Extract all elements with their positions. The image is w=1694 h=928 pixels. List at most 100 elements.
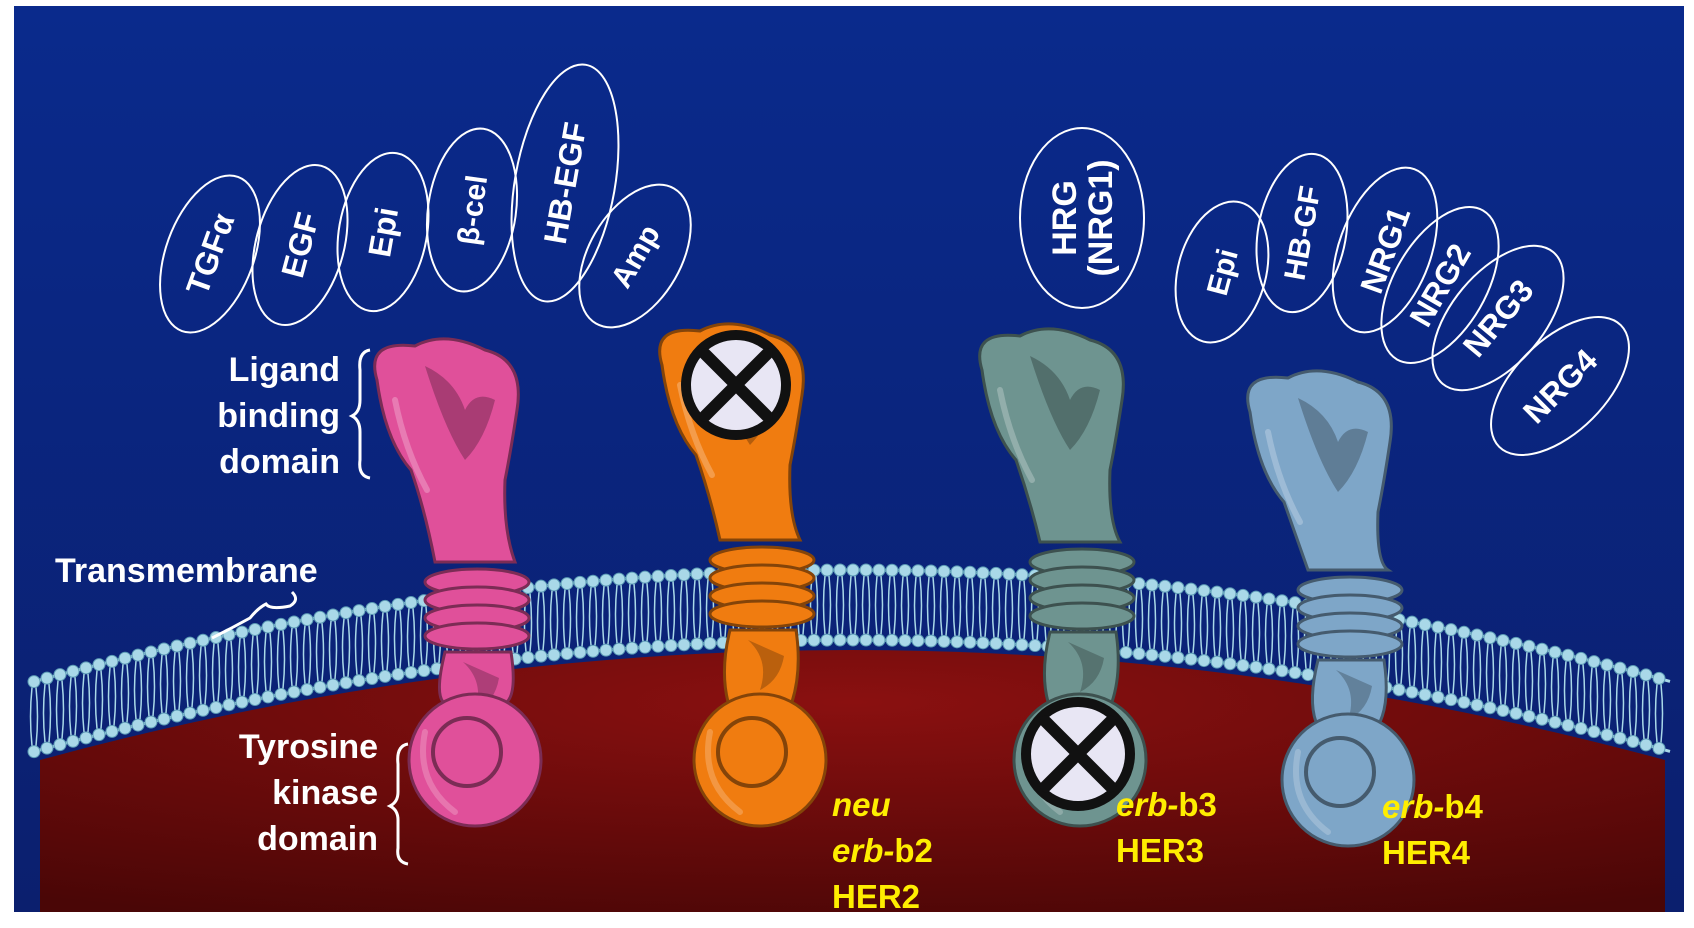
lipid-head bbox=[1510, 637, 1522, 649]
lipid-head bbox=[652, 570, 664, 582]
lipid-head bbox=[1276, 665, 1288, 677]
lipid-head bbox=[1120, 646, 1132, 658]
lipid-head bbox=[1419, 619, 1431, 631]
lipid-head bbox=[1185, 583, 1197, 595]
lipid-head bbox=[561, 648, 573, 660]
tyrosine-kinase-domain bbox=[1282, 714, 1414, 846]
lipid-head bbox=[678, 639, 690, 651]
lipid-head bbox=[1523, 640, 1535, 652]
lipid-head bbox=[522, 652, 534, 664]
receptor-label-part: HER3 bbox=[1116, 832, 1204, 869]
lipid-head bbox=[1146, 579, 1158, 591]
lipid-head bbox=[1263, 593, 1275, 605]
lipid-head bbox=[691, 638, 703, 650]
lipid-head bbox=[314, 681, 326, 693]
lipid-head bbox=[249, 693, 261, 705]
lipid-head bbox=[1198, 585, 1210, 597]
lipid-head bbox=[1549, 716, 1561, 728]
lipid-head bbox=[1445, 624, 1457, 636]
lipid-head bbox=[639, 641, 651, 653]
transmembrane-coil bbox=[425, 623, 529, 649]
lipid-head bbox=[1536, 713, 1548, 725]
lipid-head bbox=[1458, 696, 1470, 708]
lipid-head bbox=[1432, 621, 1444, 633]
lipid-head bbox=[54, 739, 66, 751]
lipid-head bbox=[860, 634, 872, 646]
tyrosine-kinase-domain bbox=[694, 694, 826, 826]
lipid-head bbox=[847, 634, 859, 646]
lipid-head bbox=[665, 569, 677, 581]
transmembrane-coil bbox=[1030, 603, 1134, 629]
lipid-head bbox=[1536, 643, 1548, 655]
lipid-head bbox=[93, 659, 105, 671]
lipid-head bbox=[1653, 672, 1665, 684]
lipid-head bbox=[964, 636, 976, 648]
lipid-head bbox=[301, 614, 313, 626]
lipid-head bbox=[171, 640, 183, 652]
lipid-head bbox=[119, 652, 131, 664]
lipid-head bbox=[262, 621, 274, 633]
lipid-head bbox=[132, 719, 144, 731]
lipid-head bbox=[873, 634, 885, 646]
lipid-head bbox=[379, 670, 391, 682]
intracellular-stalk bbox=[724, 630, 798, 702]
lipid-head bbox=[1445, 694, 1457, 706]
lipid-head bbox=[587, 575, 599, 587]
lipid-head bbox=[886, 564, 898, 576]
lipid-head bbox=[665, 639, 677, 651]
lipid-head bbox=[1146, 649, 1158, 661]
lipid-head bbox=[691, 568, 703, 580]
lipid-head bbox=[964, 566, 976, 578]
lipid-head bbox=[392, 668, 404, 680]
lipid-head bbox=[821, 634, 833, 646]
lipid-head bbox=[41, 672, 53, 684]
lipid-head bbox=[1224, 658, 1236, 670]
lipid-head bbox=[834, 634, 846, 646]
lipid-head bbox=[184, 707, 196, 719]
receptor-label-part: b4 bbox=[1444, 788, 1483, 825]
lipid-head bbox=[977, 567, 989, 579]
lipid-head bbox=[80, 662, 92, 674]
lipid-head bbox=[1172, 652, 1184, 664]
lipid-head bbox=[1406, 616, 1418, 628]
tyrosine-kinase-domain bbox=[409, 694, 541, 826]
lipid-head bbox=[1575, 722, 1587, 734]
lipid-head bbox=[1497, 635, 1509, 647]
tyrosine-kinase-label-line3: domain bbox=[257, 820, 378, 858]
lipid-head bbox=[236, 626, 248, 638]
lipid-head bbox=[67, 735, 79, 747]
lipid-head bbox=[1198, 655, 1210, 667]
transmembrane-label-text: Transmembrane bbox=[55, 552, 318, 590]
lipid-head bbox=[1601, 729, 1613, 741]
lipid-head bbox=[951, 566, 963, 578]
lipid-head bbox=[626, 572, 638, 584]
lipid-head bbox=[1575, 652, 1587, 664]
lipid-head bbox=[288, 616, 300, 628]
lipid-head bbox=[327, 609, 339, 621]
lipid-head bbox=[1614, 662, 1626, 674]
lipid-head bbox=[626, 642, 638, 654]
lipid-head bbox=[652, 640, 664, 652]
lipid-head bbox=[366, 672, 378, 684]
lipid-head bbox=[145, 646, 157, 658]
lipid-head bbox=[1601, 659, 1613, 671]
lipid-head bbox=[1211, 656, 1223, 668]
lipid-head bbox=[41, 742, 53, 754]
blocked-x-icon bbox=[686, 335, 786, 435]
lipid-head bbox=[1003, 568, 1015, 580]
lipid-head bbox=[249, 623, 261, 635]
lipid-head bbox=[1406, 686, 1418, 698]
lipid-head bbox=[54, 669, 66, 681]
receptor-label-her3: HER3 bbox=[1116, 832, 1204, 869]
lipid-head bbox=[860, 564, 872, 576]
lipid-head bbox=[327, 679, 339, 691]
receptor-label-her2: HER2 bbox=[832, 878, 920, 915]
receptor-label-part: b2 bbox=[894, 832, 933, 869]
lipid-head bbox=[1614, 732, 1626, 744]
lipid-head bbox=[197, 634, 209, 646]
lipid-head bbox=[1484, 632, 1496, 644]
lipid-head bbox=[1133, 648, 1145, 660]
lipid-head bbox=[951, 636, 963, 648]
lipid-head bbox=[912, 565, 924, 577]
